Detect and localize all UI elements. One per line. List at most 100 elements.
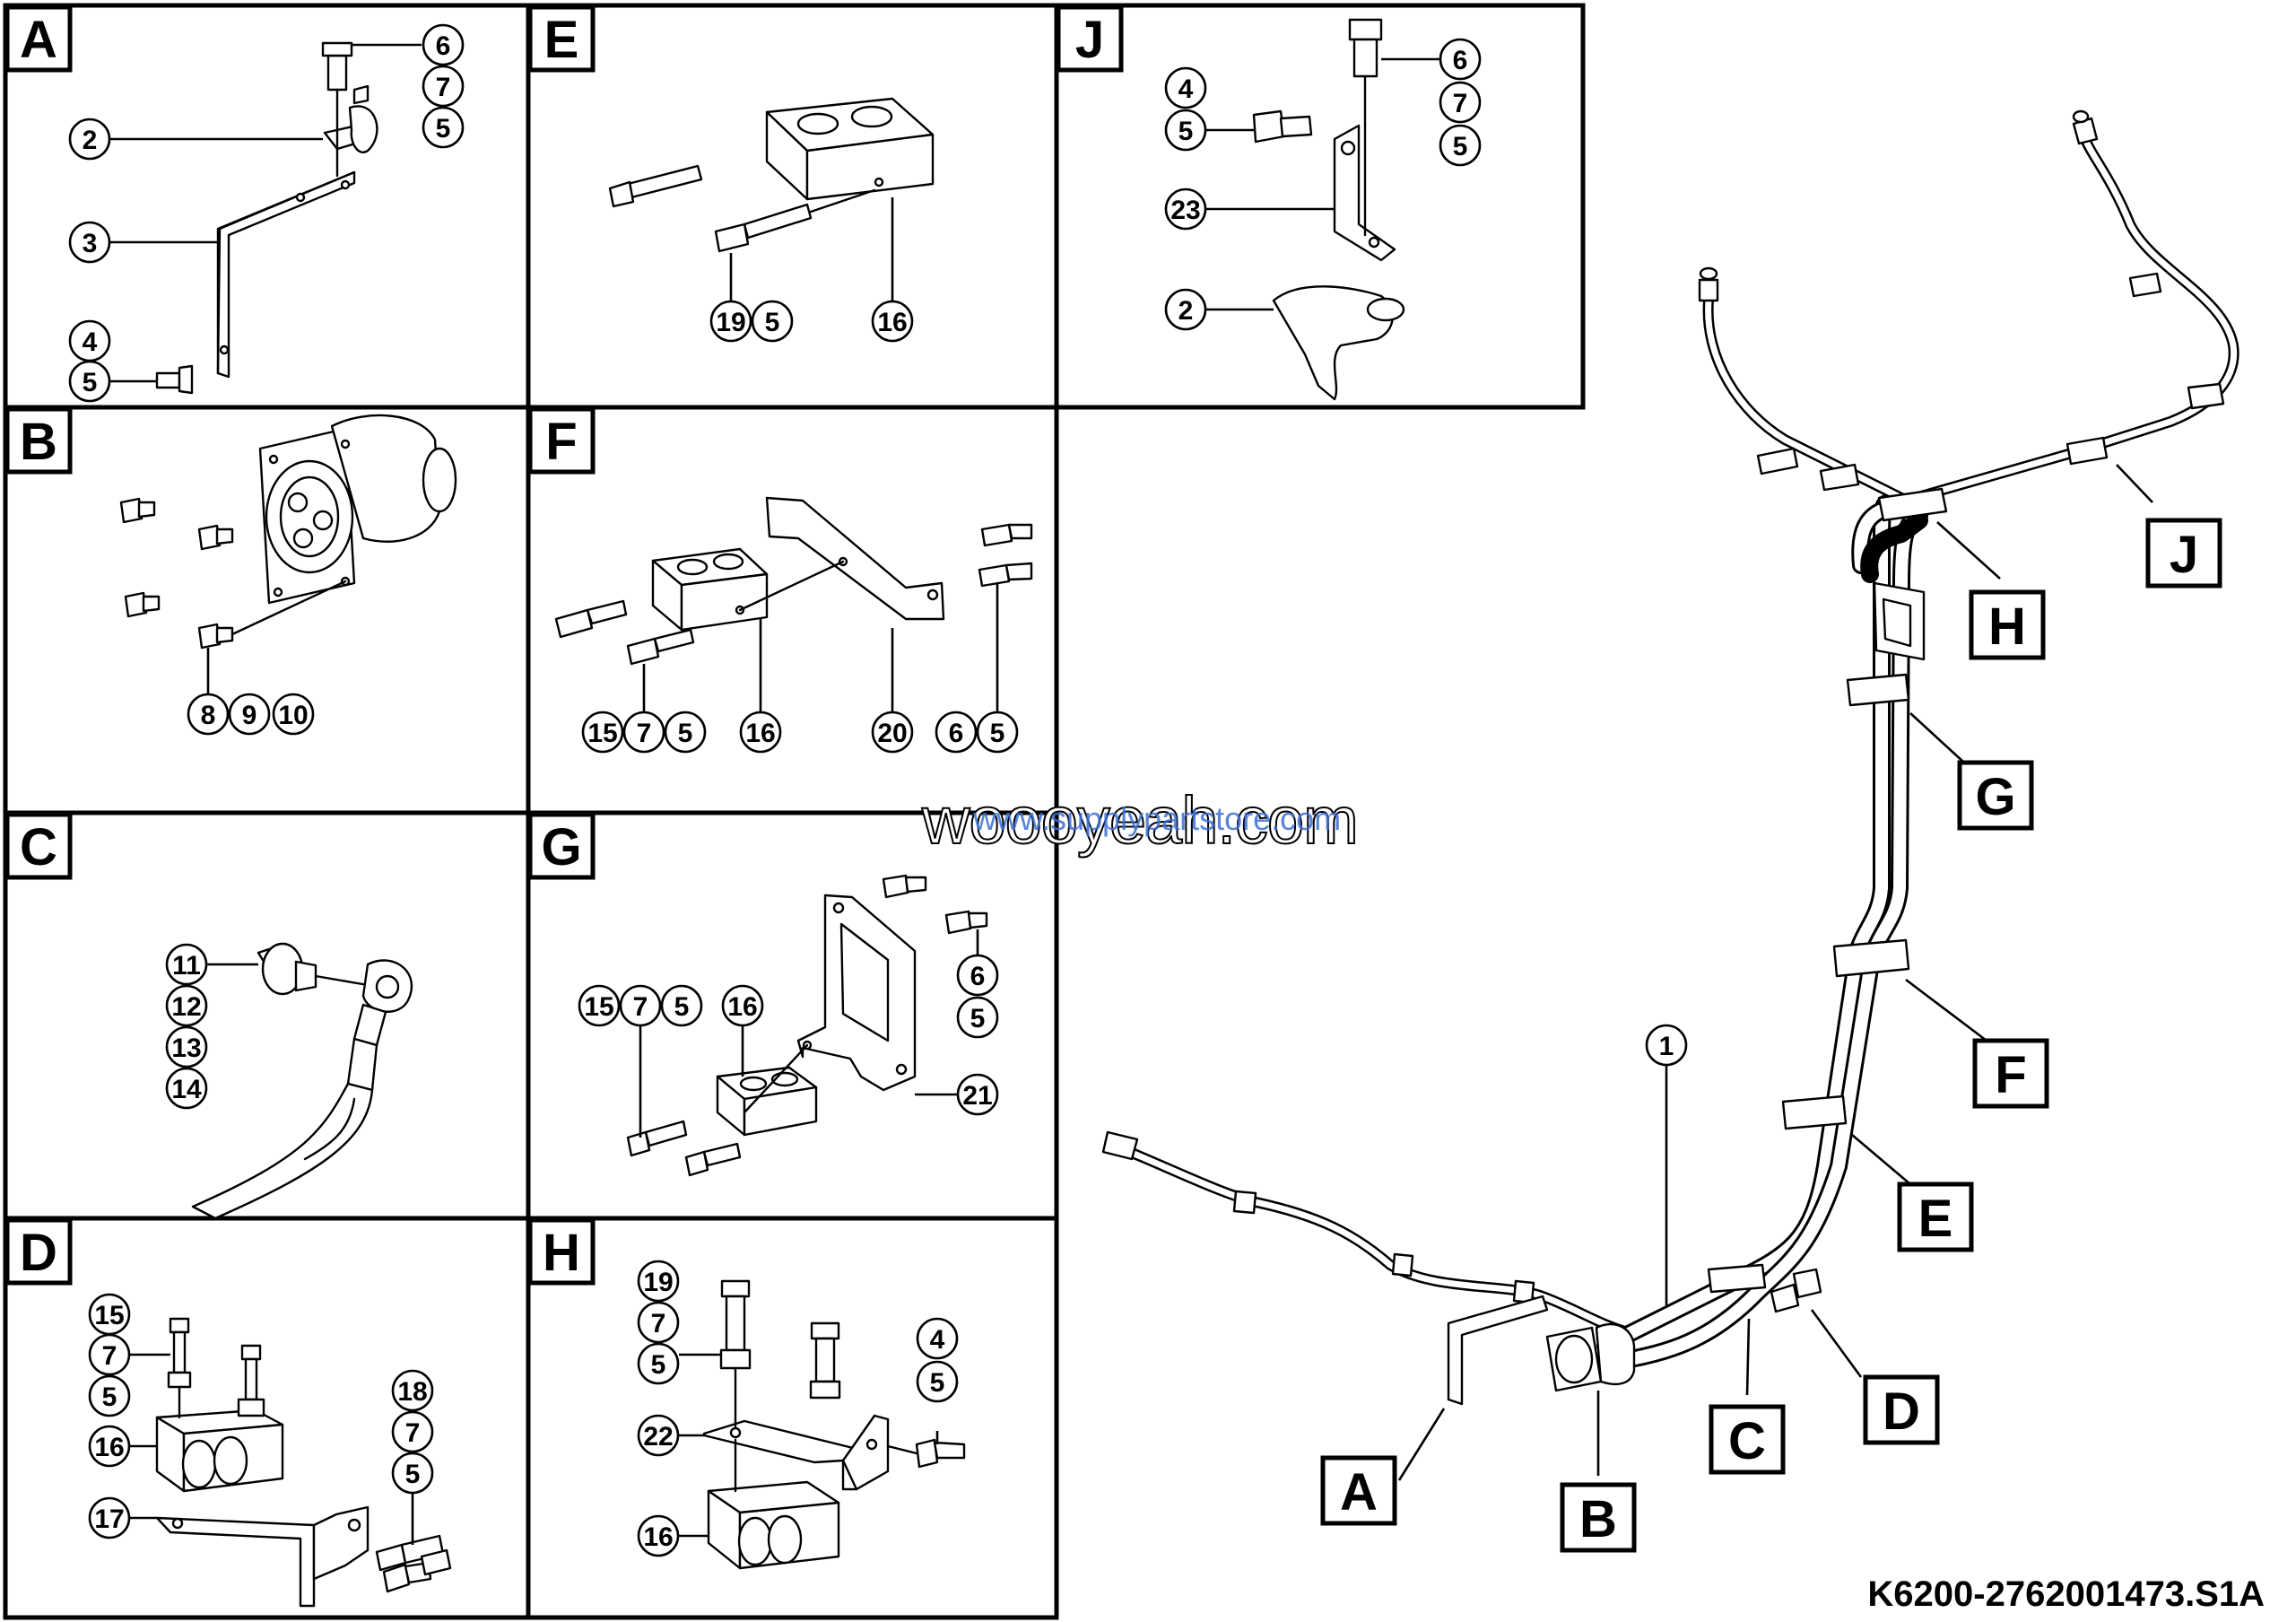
svg-text:5: 5 [436,114,451,144]
callouts-j: 6 7 5 4 5 23 2 [1164,38,1482,331]
callout-c-14: 14 [165,1067,208,1110]
svg-text:5: 5 [1453,132,1468,161]
svg-text:2: 2 [1178,296,1194,326]
svg-text:F: F [1995,1046,2026,1104]
svg-text:6: 6 [1453,46,1468,75]
svg-text:G: G [1975,768,2015,826]
callout-d-5b: 5 [391,1452,434,1495]
callout-a-5b: 5 [68,360,111,403]
bracket-a-drawing [155,41,378,395]
callout-h-4: 4 [916,1317,959,1360]
section-label-h: H [527,1217,596,1286]
svg-text:6: 6 [970,962,986,991]
bracket-d-drawing [155,1317,452,1608]
block-e-drawing [608,97,935,253]
section-label-j: J [1056,4,1124,73]
callout-d-5: 5 [88,1374,131,1417]
section-label-e: E [527,4,596,73]
svg-text:woooyeah.com: woooyeah.com [921,783,1358,858]
callout-a-3: 3 [68,221,111,264]
overview-assembly [1101,109,2239,1406]
callout-overview-1: 1 [1645,1024,1688,1067]
svg-text:G: G [541,818,581,876]
callout-h-5: 5 [637,1342,680,1385]
svg-text:B: B [1579,1490,1617,1548]
callout-a-6: 6 [422,23,465,66]
svg-text:J: J [1075,11,1104,69]
callout-h-22: 22 [637,1414,680,1457]
svg-text:17: 17 [94,1504,124,1534]
svg-text:2: 2 [83,126,98,155]
section-label-c: C [4,812,73,880]
svg-text:22: 22 [643,1422,673,1452]
svg-text:B: B [20,413,57,471]
cable-c-drawing [191,942,413,1220]
svg-text:15: 15 [94,1301,124,1330]
svg-text:7: 7 [1453,89,1468,118]
svg-text:16: 16 [94,1433,124,1462]
section-label-a: A [4,4,73,73]
callout-c-13: 13 [165,1025,208,1068]
section-label-d: D [4,1217,73,1286]
callout-d-7: 7 [88,1333,131,1376]
svg-text:12: 12 [171,992,201,1022]
panel-a: A 6 7 5 2 [4,4,465,403]
svg-text:8: 8 [201,701,216,730]
socket-b-drawing [119,414,457,650]
part-number: K6200-2762001473.S1A [1867,1574,2265,1614]
callout-f-6: 6 [935,711,978,754]
panel-g: G 15 7 5 [527,812,999,1177]
svg-text:10: 10 [278,701,308,730]
section-label-b: B [4,406,73,475]
svg-text:5: 5 [765,308,780,337]
bracket-h-drawing [702,1279,966,1570]
svg-text:7: 7 [436,73,451,102]
svg-text:5: 5 [990,719,1005,748]
callout-j-5: 5 [1439,124,1482,167]
section-label-f: F [527,406,596,475]
panel-h: H 19 7 [527,1217,966,1570]
label-overview-d: D [1863,1374,1940,1445]
svg-text:4: 4 [930,1325,945,1355]
label-overview-h: H [1969,589,2046,660]
callouts-f: 15 7 5 16 20 6 5 [581,583,1019,754]
svg-text:7: 7 [633,992,648,1022]
svg-text:16: 16 [877,308,907,337]
svg-text:A: A [20,11,57,69]
svg-text:18: 18 [397,1377,427,1407]
panel-d: D 15 7 [4,1217,452,1608]
svg-text:16: 16 [727,992,757,1022]
svg-text:H: H [1988,597,2026,656]
svg-text:5: 5 [405,1460,421,1489]
label-overview-e: E [1897,1182,1974,1252]
callouts-d: 15 7 5 16 17 18 7 5 [88,1293,434,1545]
svg-text:15: 15 [584,992,613,1022]
svg-text:D: D [20,1224,57,1282]
svg-text:16: 16 [643,1522,673,1552]
callout-d-15: 15 [88,1293,131,1336]
callout-g-6: 6 [956,954,999,997]
callout-j-23: 23 [1164,187,1207,231]
label-overview-f: F [1972,1038,2049,1109]
svg-text:1: 1 [1659,1032,1674,1061]
callout-f-5b: 5 [976,711,1019,754]
callout-c-11: 11 [165,943,208,986]
svg-text:19: 19 [643,1268,673,1297]
overview-callouts: 1 A B C D E F G H J [1320,464,2222,1553]
svg-text:20: 20 [877,719,907,748]
svg-text:www.supplypartstore.com: www.supplypartstore.com [972,800,1341,837]
svg-text:E: E [1918,1190,1953,1248]
svg-text:6: 6 [949,719,964,748]
svg-text:5: 5 [651,1350,666,1380]
callouts-e: 19 5 16 [709,197,914,343]
svg-text:9: 9 [242,701,257,730]
bracket-g-drawing [626,874,988,1177]
callout-j-5b: 5 [1164,109,1207,152]
callout-f-5: 5 [664,711,707,754]
callout-f-7: 7 [622,711,665,754]
svg-text:6: 6 [436,31,451,61]
svg-text:A: A [1340,1463,1378,1522]
callout-a-5: 5 [422,106,465,149]
callout-h-5b: 5 [916,1360,959,1403]
label-overview-g: G [1957,760,2034,831]
